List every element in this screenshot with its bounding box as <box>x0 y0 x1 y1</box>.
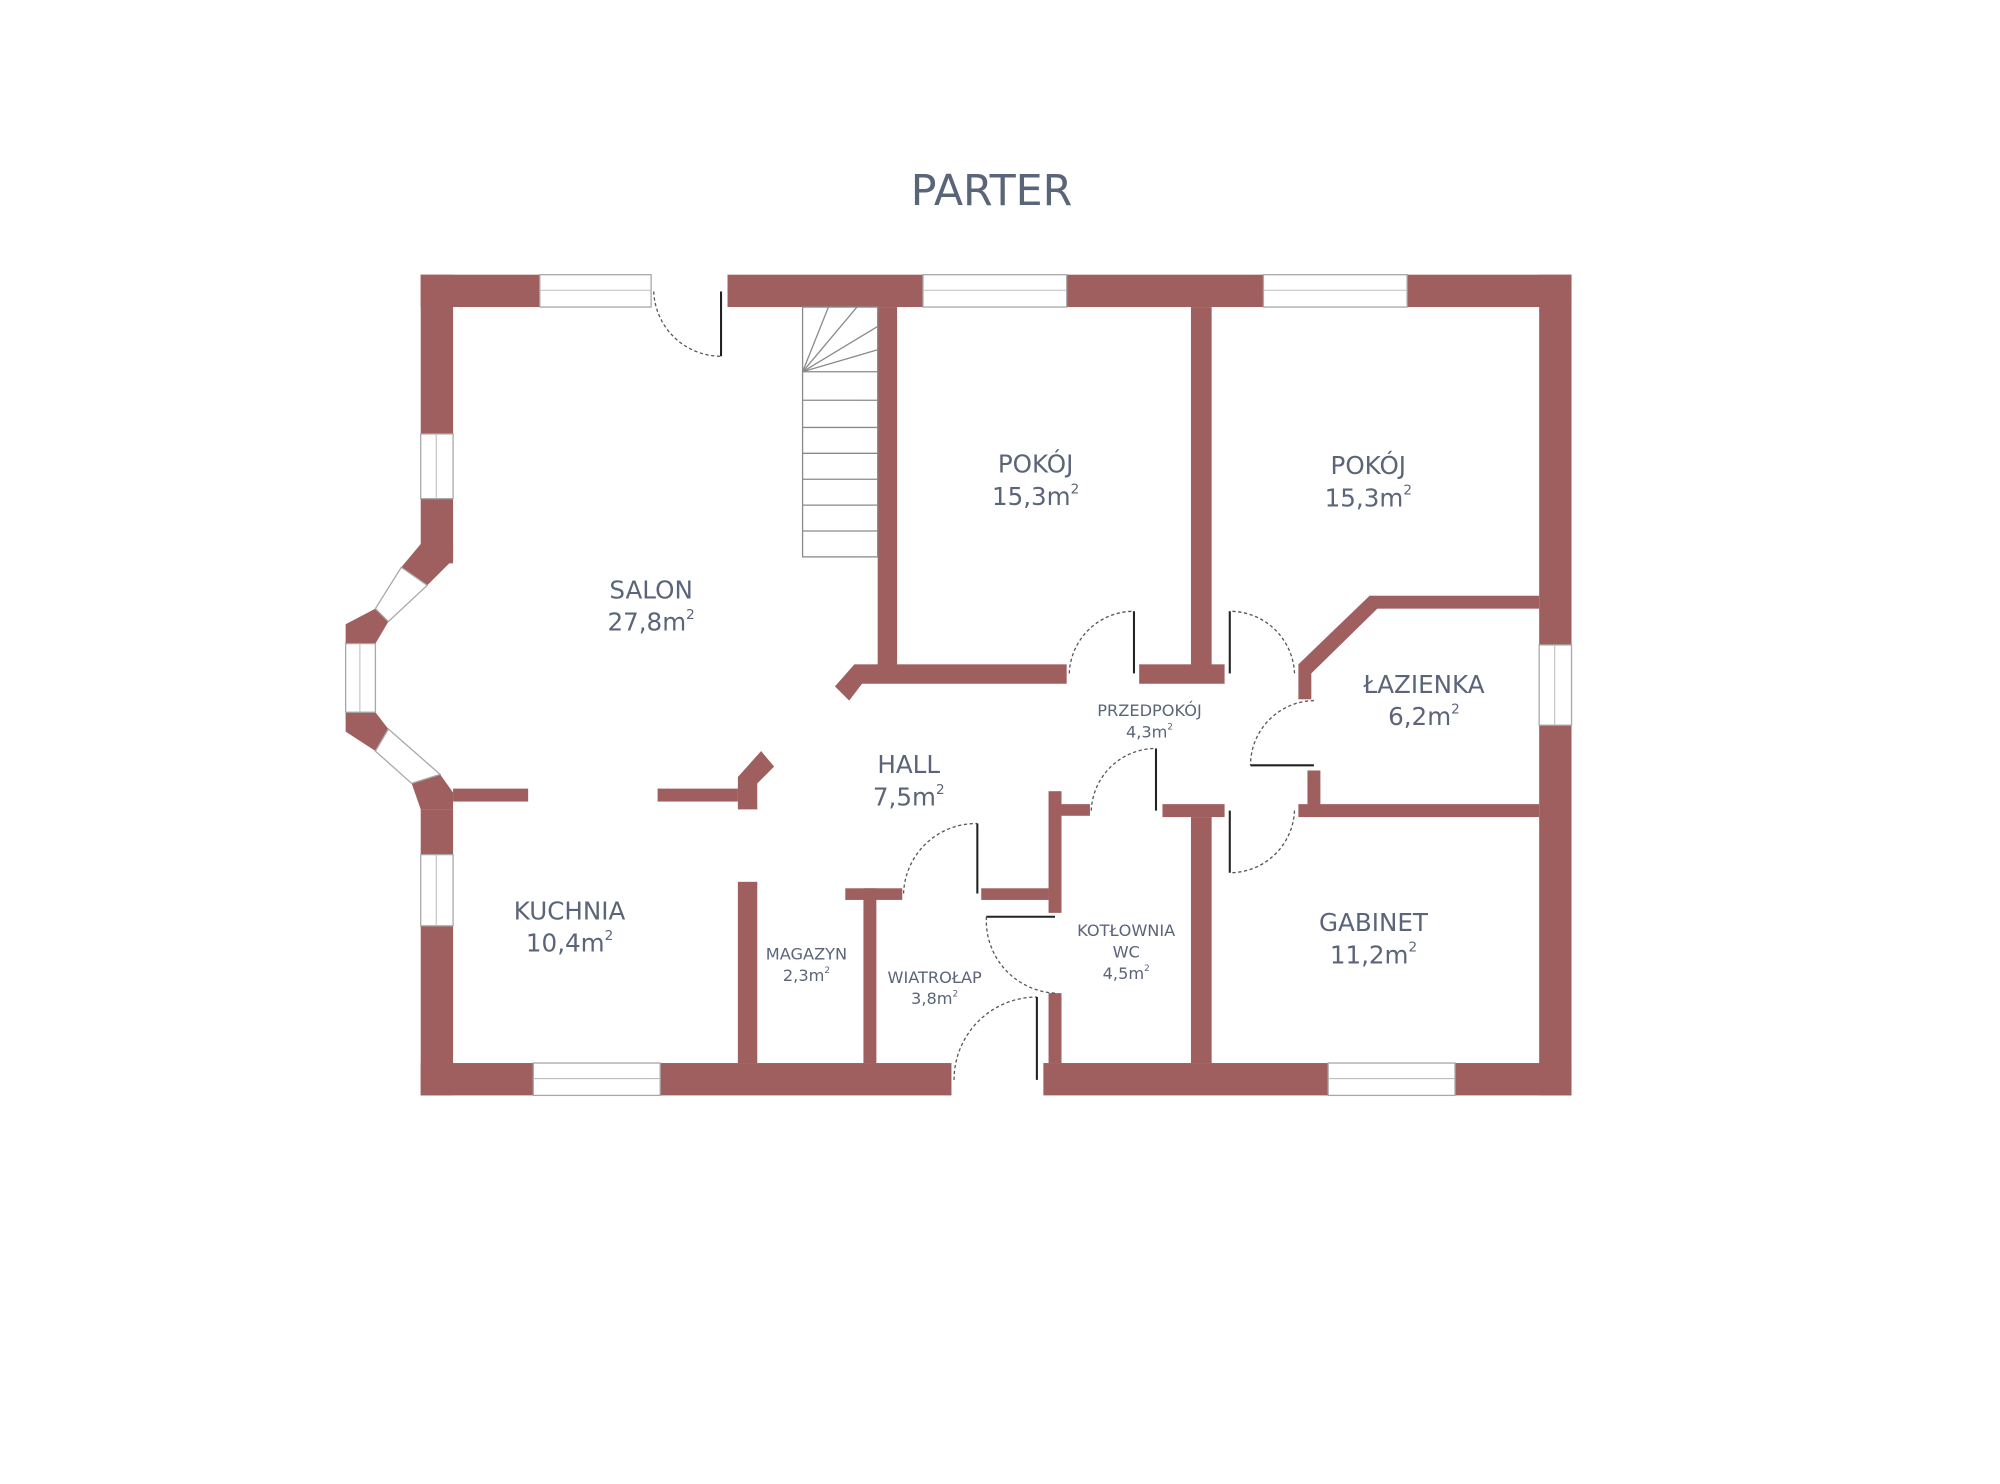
room-label-hall: HALL 7,5m2 <box>873 750 945 811</box>
room-name: PRZEDPOKÓJ <box>1097 701 1201 720</box>
area-unit: m <box>1047 482 1071 511</box>
doors <box>653 291 1314 1080</box>
room-label-kotlownia: KOTŁOWNIA WC 4,5m2 <box>1077 921 1175 983</box>
area-exponent: 2 <box>1144 964 1150 974</box>
room-name: HALL <box>877 750 940 779</box>
area-value: 4,5 <box>1103 964 1129 983</box>
room-name: KOTŁOWNIA <box>1077 921 1175 940</box>
area-exponent: 2 <box>1451 702 1460 718</box>
room-label-wiatrolap: WIATROŁAP 3,8m2 <box>887 968 982 1008</box>
room-name: POKÓJ <box>998 449 1074 479</box>
floor-title: PARTER <box>911 166 1073 216</box>
room-name-line2: WC <box>1113 943 1140 962</box>
area-exponent: 2 <box>1071 481 1080 497</box>
room-area: 4,5m2 <box>1103 964 1150 983</box>
room-name: MAGAZYN <box>766 944 847 963</box>
area-unit: m <box>1385 940 1409 969</box>
area-value: 6,2 <box>1388 702 1427 731</box>
area-unit: m <box>937 989 953 1008</box>
room-labels: SALON27,8m2POKÓJ15,3m2POKÓJ15,3m2ŁAZIENK… <box>514 449 1485 1008</box>
room-area: 27,8m2 <box>607 607 694 637</box>
walls <box>345 274 1572 1096</box>
room-area: 11,2m2 <box>1330 940 1417 970</box>
area-value: 11,2 <box>1330 940 1385 969</box>
area-unit: m <box>662 608 686 637</box>
room-name: GABINET <box>1319 908 1429 937</box>
area-value: 7,5 <box>873 782 912 811</box>
room-name: POKÓJ <box>1331 450 1407 480</box>
area-value: 15,3 <box>1325 483 1380 512</box>
room-area: 7,5m2 <box>873 782 945 812</box>
area-value: 27,8 <box>607 608 662 637</box>
area-exponent: 2 <box>1403 483 1412 499</box>
area-value: 3,8 <box>911 989 937 1008</box>
area-exponent: 2 <box>824 966 830 976</box>
area-unit: m <box>809 966 825 985</box>
area-exponent: 2 <box>1167 723 1173 733</box>
room-name: WIATROŁAP <box>887 968 982 987</box>
area-value: 4,3 <box>1126 722 1152 741</box>
room-name: ŁAZIENKA <box>1362 670 1484 699</box>
area-unit: m <box>1379 483 1403 512</box>
area-unit: m <box>1427 702 1451 731</box>
area-exponent: 2 <box>1409 940 1418 956</box>
room-label-gabinet: GABINET 11,2m2 <box>1319 908 1429 969</box>
area-exponent: 2 <box>953 989 959 999</box>
area-value: 2,3 <box>783 966 809 985</box>
area-exponent: 2 <box>686 607 695 623</box>
area-value: 10,4 <box>526 929 581 958</box>
room-label-salon: SALON 27,8m2 <box>607 575 694 636</box>
area-unit: m <box>1128 964 1144 983</box>
room-name: SALON <box>609 575 692 604</box>
staircase <box>801 306 879 558</box>
area-exponent: 2 <box>936 782 945 798</box>
room-area: 4,3m2 <box>1126 722 1173 741</box>
room-label-lazienka: ŁAZIENKA 6,2m2 <box>1362 670 1484 731</box>
room-area: 15,3m2 <box>1325 483 1412 513</box>
area-unit: m <box>912 782 936 811</box>
area-unit: m <box>1152 722 1168 741</box>
area-unit: m <box>581 929 605 958</box>
room-area: 3,8m2 <box>911 989 958 1008</box>
room-label-magazyn: MAGAZYN 2,3m2 <box>766 944 847 984</box>
area-exponent: 2 <box>605 928 614 944</box>
room-label-przedpokoj: PRZEDPOKÓJ 4,3m2 <box>1097 701 1201 741</box>
room-area: 2,3m2 <box>783 966 830 985</box>
room-name: KUCHNIA <box>514 896 626 925</box>
room-label-kuchnia: KUCHNIA 10,4m2 <box>514 896 626 957</box>
room-area: 15,3m2 <box>992 481 1079 511</box>
area-value: 15,3 <box>992 482 1047 511</box>
windows <box>344 274 1573 1097</box>
room-area: 6,2m2 <box>1388 702 1460 732</box>
room-area: 10,4m2 <box>526 928 613 958</box>
